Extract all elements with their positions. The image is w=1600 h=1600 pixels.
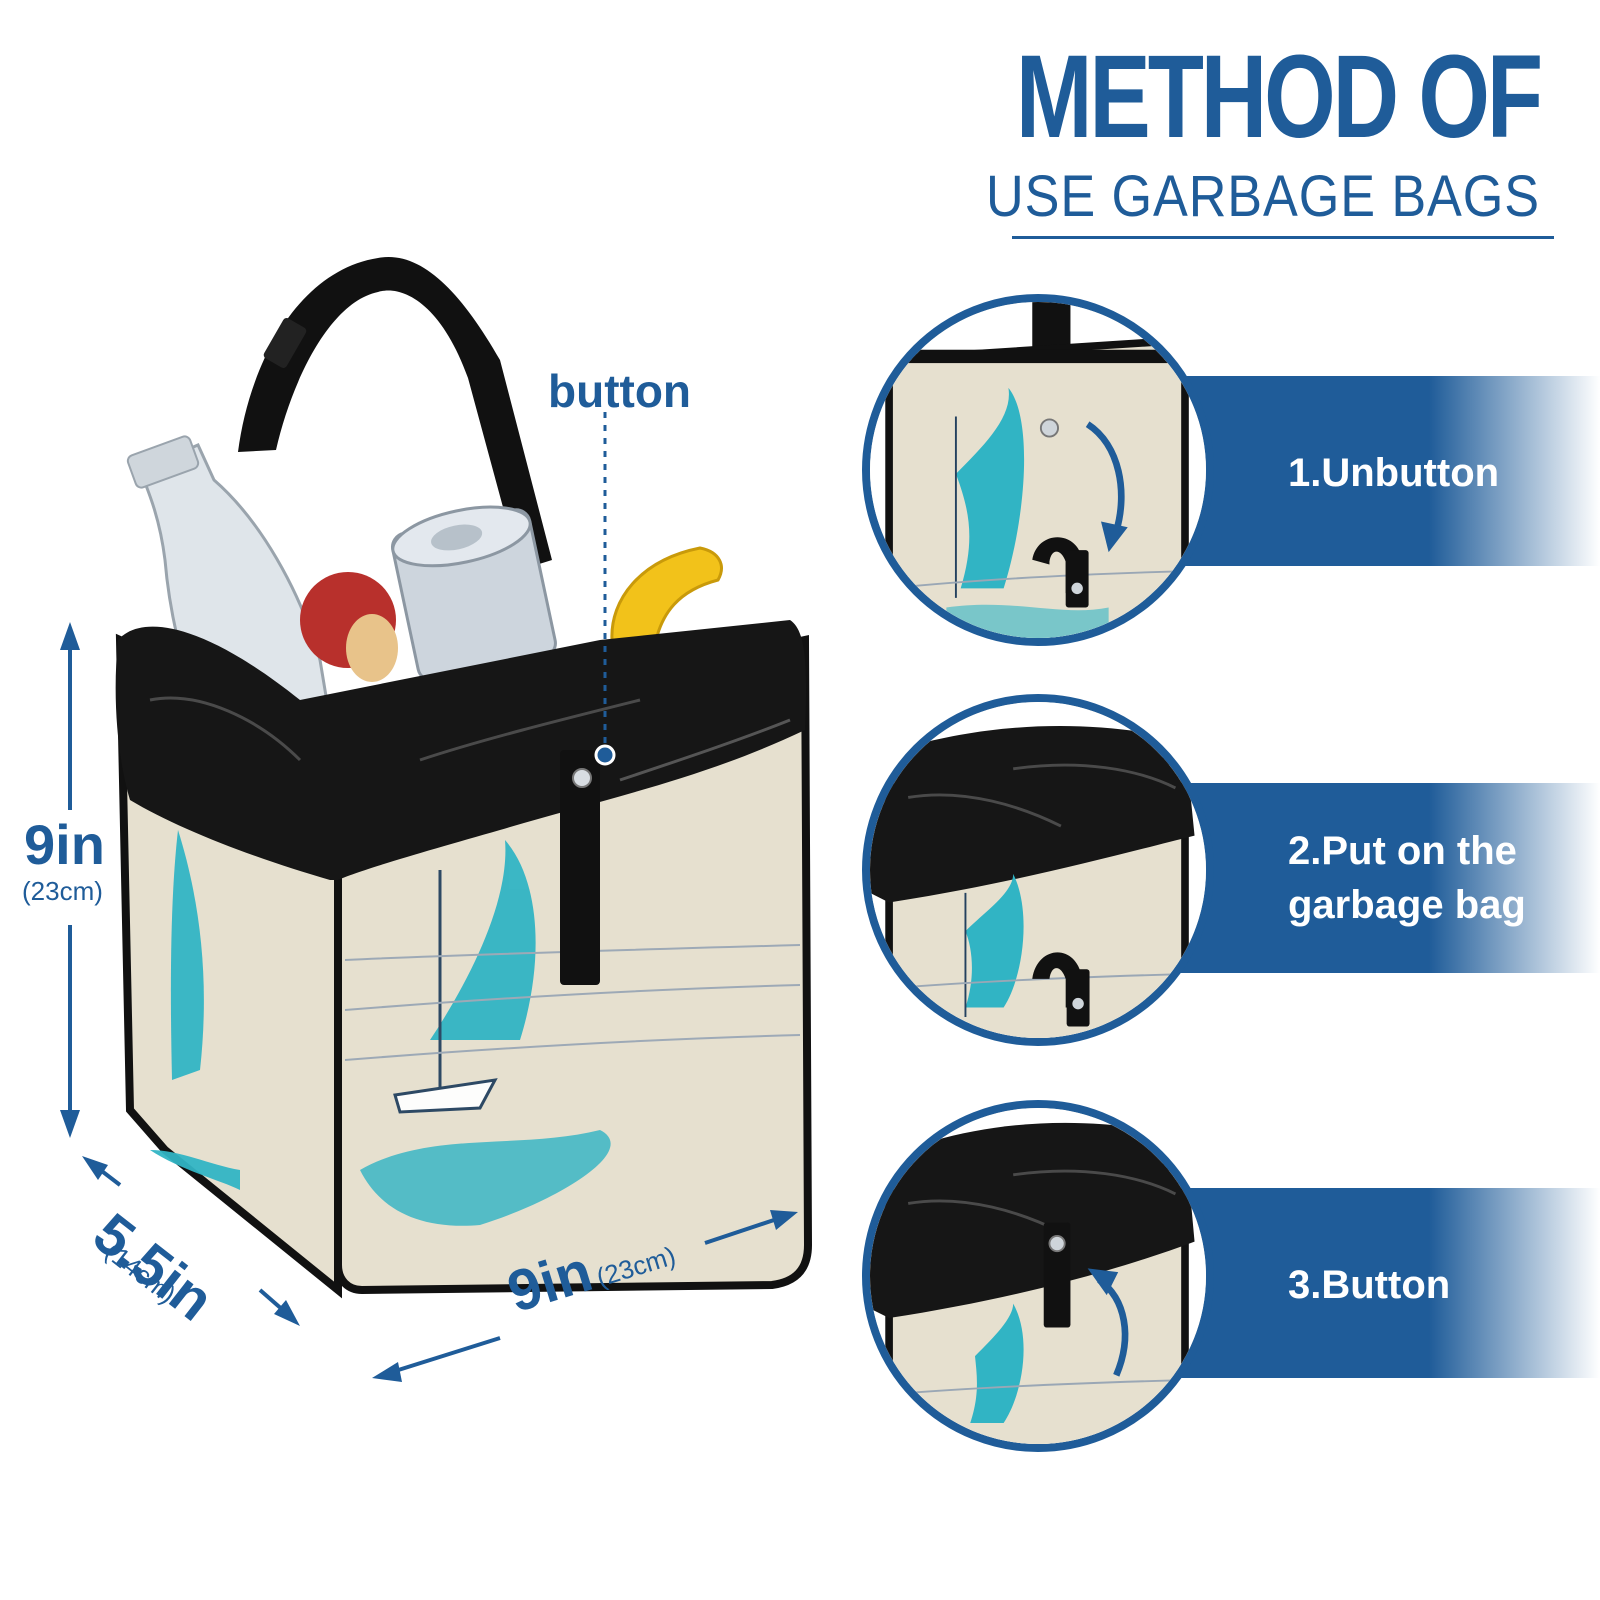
step-1-label: 1.Unbutton [1288,451,1500,495]
step-2-label-line1: 2.Put on the [1288,829,1517,873]
height-dimension-arrow [60,622,80,1138]
step-2-label: 2.Put on the garbage bag [1288,824,1526,932]
step-2-circle [862,694,1214,1046]
sailboat-artwork [150,830,801,1226]
step-3-label: 3.Button [1288,1263,1451,1307]
step-3-circle [862,1100,1214,1452]
height-label: 9in [24,813,105,876]
step-3-illustration [870,1108,1206,1444]
step-2-banner [1150,783,1600,973]
button-tab [560,750,600,985]
snap-button-icon [572,768,592,788]
product-illustration [60,256,813,1382]
title-underline [1012,236,1554,239]
height-metric: (23cm) [22,876,103,906]
step-3-banner [1150,1188,1600,1378]
step-1-circle [862,294,1214,646]
arrow-down-curved-icon [1085,421,1125,533]
garbage-bag-liner [115,620,807,880]
step-2-label-line2: garbage bag [1288,883,1526,927]
step-1-banner [1150,376,1600,566]
page-subtitle: USE GARBAGE BAGS [986,164,1540,229]
banana-icon [610,546,723,652]
strap-buckle [263,318,307,368]
width-dimension-arrow [372,1210,798,1382]
depth-dimension-arrow [82,1156,300,1326]
button-callout-label: button [548,365,692,417]
step-1-illustration [870,302,1206,638]
page-title: METHOD OF [1015,31,1543,163]
step-2-illustration [870,702,1206,1038]
carry-strap [238,256,552,570]
